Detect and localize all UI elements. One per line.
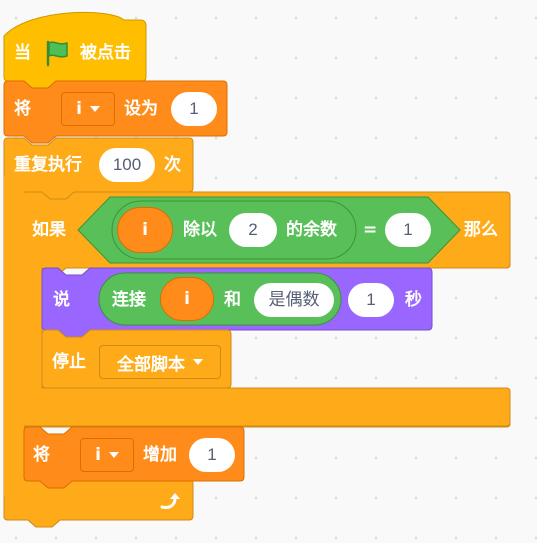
repeat-label: 重复执行 xyxy=(14,155,82,175)
seconds-label: 秒 xyxy=(405,290,422,310)
set-to-label: 设为 xyxy=(124,99,158,119)
remainder-label: 的余数 xyxy=(286,220,337,240)
stop-option-dropdown[interactable]: 全部脚本 xyxy=(99,345,221,379)
clicked-label: 被点击 xyxy=(80,43,131,63)
repeat-count-input[interactable]: 100 xyxy=(99,148,155,182)
variable-dropdown[interactable]: i xyxy=(61,92,115,126)
equals-label: = xyxy=(363,220,378,240)
divisor-input[interactable]: 2 xyxy=(229,213,277,247)
stop-label: 停止 xyxy=(52,352,86,372)
stop-option-text: 全部脚本 xyxy=(117,354,185,375)
say-seconds-input[interactable]: 1 xyxy=(348,283,394,317)
join-variable-name: i xyxy=(184,289,190,309)
times-label: 次 xyxy=(164,155,181,175)
set-label: 将 xyxy=(14,99,31,119)
loop-arrow-icon xyxy=(160,493,180,509)
repeat-spine xyxy=(4,176,24,496)
join-text-input[interactable]: 是偶数 xyxy=(254,283,334,317)
chevron-down-icon xyxy=(89,106,100,112)
if-label: 如果 xyxy=(32,220,66,240)
change-variable-block-shape[interactable] xyxy=(23,426,245,489)
then-label: 那么 xyxy=(464,220,498,240)
variable-name: i xyxy=(76,99,82,119)
green-flag-icon xyxy=(46,40,68,67)
variable-reporter[interactable]: i xyxy=(117,207,173,253)
chevron-down-icon xyxy=(108,452,119,458)
join-variable-reporter[interactable]: i xyxy=(160,277,214,321)
say-label: 说 xyxy=(53,290,70,310)
change-variable-dropdown[interactable]: i xyxy=(80,438,134,472)
chevron-down-icon xyxy=(193,359,203,365)
set-variable-block-shape[interactable] xyxy=(3,80,228,144)
change-by-label: 增加 xyxy=(143,445,177,465)
set-value-input[interactable]: 1 xyxy=(171,92,217,126)
change-variable-name: i xyxy=(95,445,101,465)
change-value-input[interactable]: 1 xyxy=(189,438,235,472)
join-label: 连接 xyxy=(112,290,146,310)
equals-value-input[interactable]: 1 xyxy=(385,213,431,247)
and-label: 和 xyxy=(224,290,241,310)
when-label: 当 xyxy=(14,43,31,63)
mod-label: 除以 xyxy=(183,220,217,240)
variable-reporter-name: i xyxy=(142,220,148,240)
change-label: 将 xyxy=(33,445,50,465)
